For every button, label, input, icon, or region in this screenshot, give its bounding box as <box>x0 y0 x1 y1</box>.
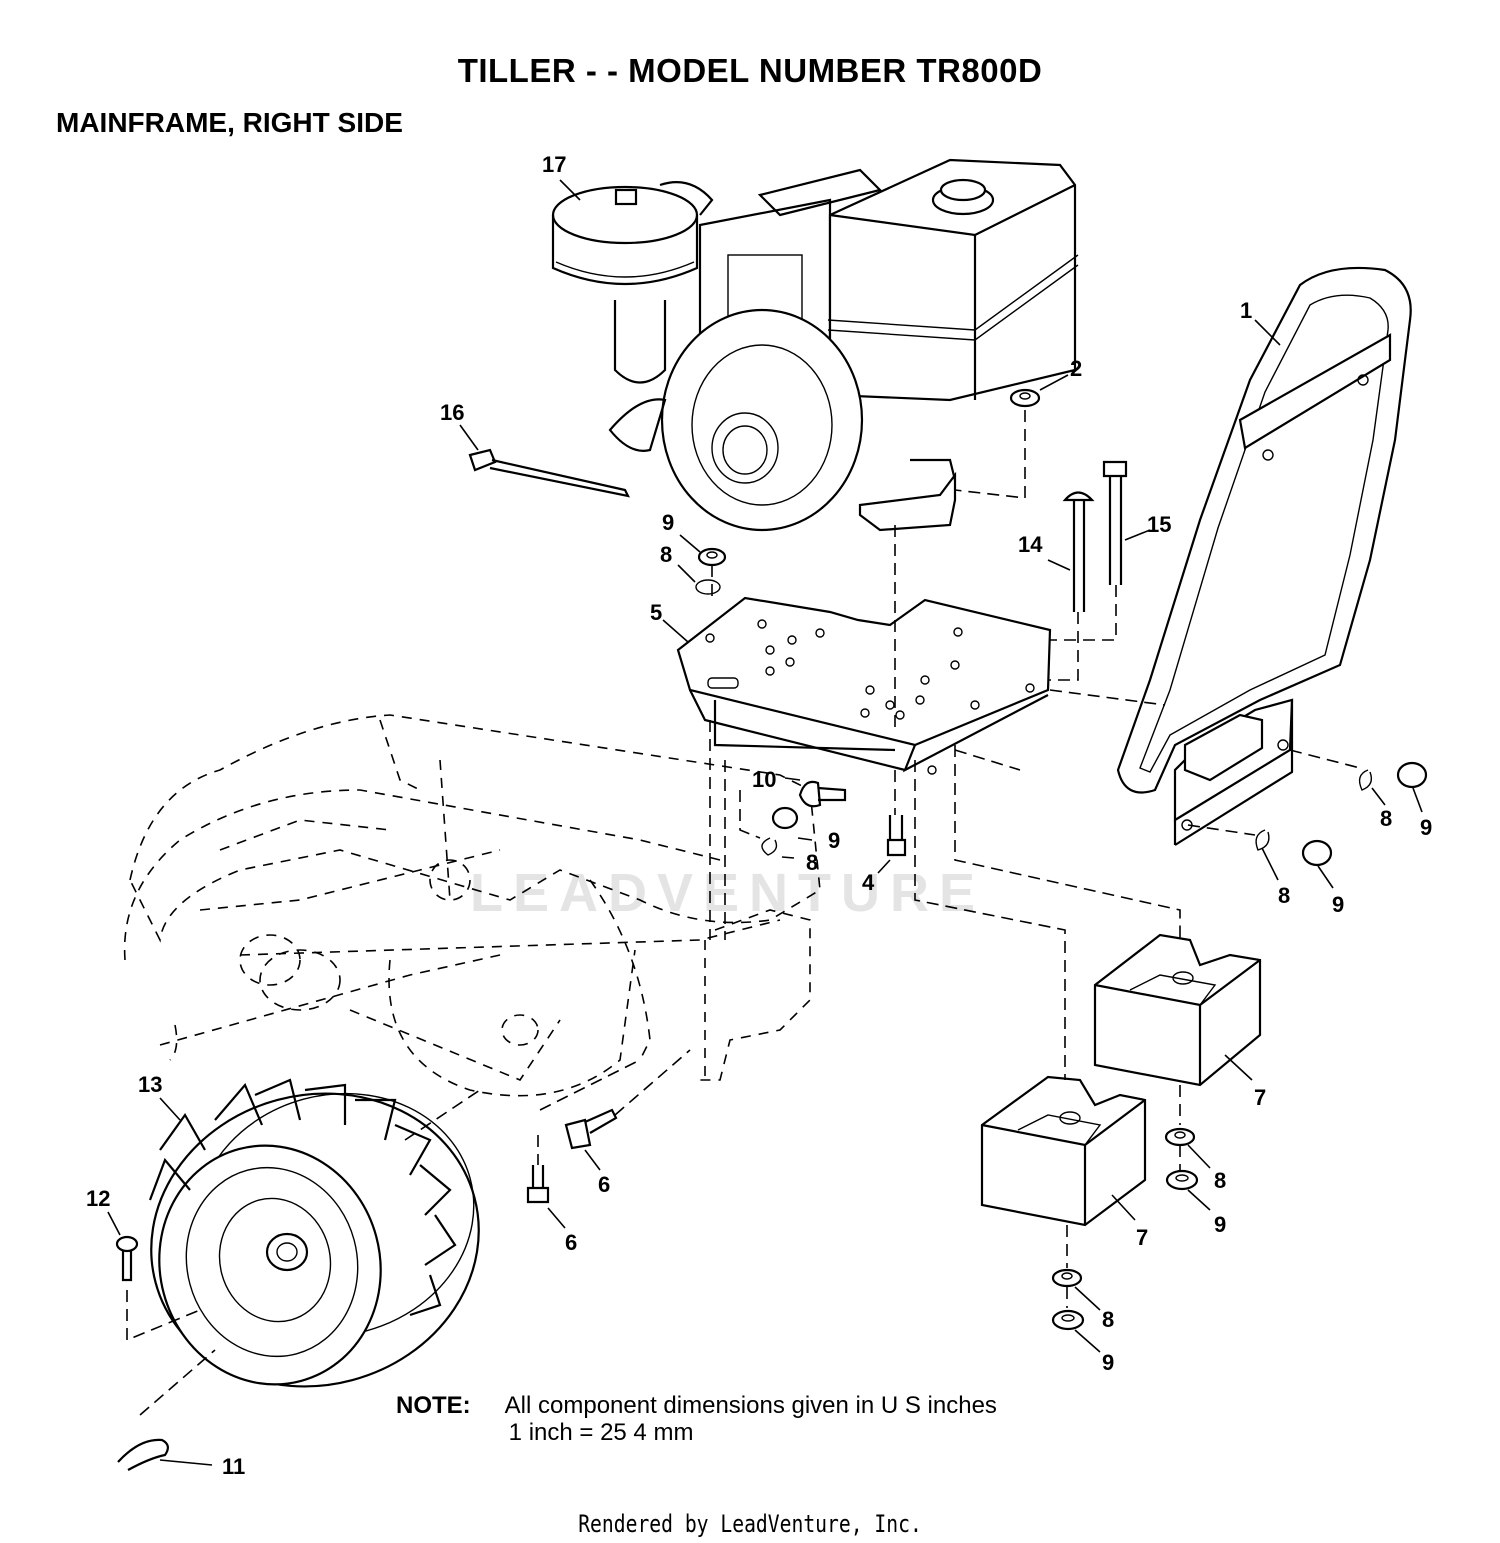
callout-8: 8 <box>1278 883 1290 908</box>
callout-8: 8 <box>1380 806 1392 831</box>
callout-15: 15 <box>1147 512 1171 537</box>
callout-9: 9 <box>828 828 840 853</box>
callout-9: 9 <box>1214 1212 1226 1237</box>
callout-14: 14 <box>1018 532 1043 557</box>
note-label: NOTE: <box>396 1392 471 1419</box>
callout-leaders <box>107 179 1423 1466</box>
callout-1: 1 <box>1240 298 1252 323</box>
callout-9: 9 <box>1102 1350 1114 1375</box>
callout-16: 16 <box>440 400 464 425</box>
tine-assembly-phantom <box>123 714 821 1097</box>
callout-17: 17 <box>542 152 566 177</box>
page-title: TILLER - - MODEL NUMBER TR800D <box>457 52 1043 89</box>
front-bumper-handle <box>1116 266 1412 846</box>
section-title: MAINFRAME, RIGHT SIDE <box>56 107 403 138</box>
skid-blocks <box>980 933 1262 1227</box>
callout-2: 2 <box>1070 356 1082 381</box>
callout-9: 9 <box>1332 892 1344 917</box>
dimensions-note: NOTE: All component dimensions given in … <box>396 1392 997 1446</box>
assembly-lines <box>126 410 1361 1416</box>
hardware <box>115 388 1428 1471</box>
callout-8: 8 <box>806 850 818 875</box>
callout-6: 6 <box>565 1230 577 1255</box>
callout-10: 10 <box>752 767 776 792</box>
callout-4: 4 <box>862 870 875 895</box>
callout-8: 8 <box>1214 1168 1226 1193</box>
callout-5: 5 <box>650 600 662 625</box>
callout-13: 13 <box>138 1072 162 1097</box>
footer-credit: Rendered by LeadVenture, Inc. <box>578 1510 922 1538</box>
callout-7: 7 <box>1254 1085 1266 1110</box>
note-line-1: All component dimensions given in U S in… <box>504 1392 997 1419</box>
mainframe-bracket <box>676 596 1052 775</box>
engine <box>551 158 1079 532</box>
note-line-2: 1 inch = 25 4 mm <box>508 1419 694 1446</box>
callout-8: 8 <box>660 542 672 567</box>
callout-8: 8 <box>1102 1307 1114 1332</box>
callout-12: 12 <box>86 1186 110 1211</box>
callout-9: 9 <box>662 510 674 535</box>
note-body: All component dimensions given in U S in… <box>505 1392 997 1446</box>
callout-6: 6 <box>598 1172 610 1197</box>
callout-9: 9 <box>1420 815 1432 840</box>
callout-labels: 17 1 2 16 9 8 14 15 5 10 9 8 4 8 9 8 9 7… <box>86 152 1432 1479</box>
callout-11: 11 <box>222 1454 245 1479</box>
callout-7: 7 <box>1136 1225 1148 1250</box>
wheel-tire <box>148 1078 480 1388</box>
